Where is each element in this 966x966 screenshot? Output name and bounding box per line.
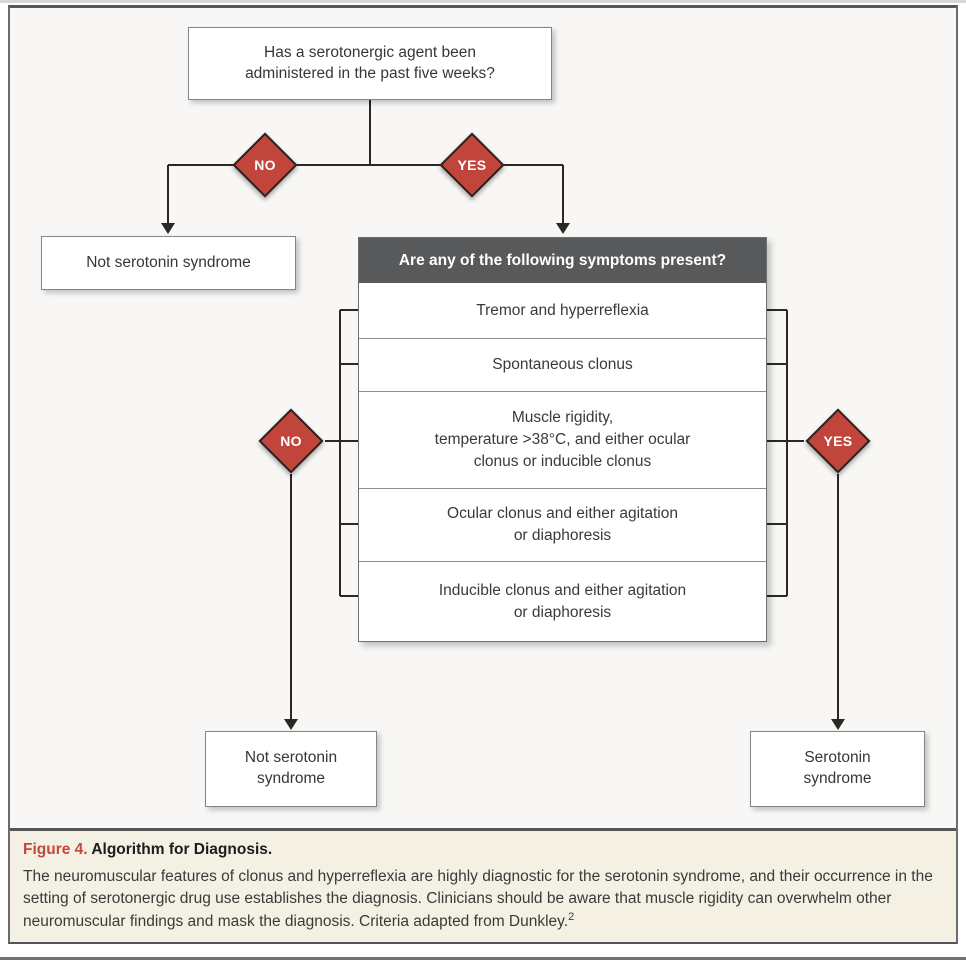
- caption-title-text: Algorithm for Diagnosis.: [91, 841, 273, 858]
- decision-yes-label: YES: [823, 433, 853, 449]
- symptom-row-muscle-rigidity: Muscle rigidity, temperature >38°C, and …: [359, 391, 766, 488]
- figure-number-label: Figure 4.: [23, 841, 88, 858]
- symptom-row-spontaneous-clonus: Spontaneous clonus: [359, 338, 766, 391]
- decision-diamond-no-top: NO: [232, 132, 298, 198]
- outcome-box-not-serotonin-bottom: Not serotonin syndrome: [205, 731, 377, 807]
- decision-yes-label: YES: [457, 157, 487, 173]
- caption-body: The neuromuscular features of clonus and…: [23, 866, 940, 933]
- decision-diamond-yes-top: YES: [439, 132, 505, 198]
- symptoms-panel-header: Are any of the following symptoms presen…: [359, 238, 766, 283]
- symptom-row-inducible-clonus: Inducible clonus and either agitation or…: [359, 561, 766, 642]
- top-page-strip: [0, 0, 966, 3]
- decision-diamond-no-symptoms: NO: [258, 408, 324, 474]
- caption-title-line: Figure 4. Algorithm for Diagnosis.: [23, 841, 940, 859]
- symptoms-panel: Are any of the following symptoms presen…: [358, 237, 767, 642]
- caption-body-text: The neuromuscular features of clonus and…: [23, 868, 933, 931]
- figure-caption: Figure 4. Algorithm for Diagnosis. The n…: [10, 828, 956, 942]
- bottom-page-rule: [0, 957, 966, 960]
- symptom-row-ocular-clonus: Ocular clonus and either agitation or di…: [359, 488, 766, 561]
- decision-no-label: NO: [280, 433, 302, 449]
- reference-superscript: 2: [568, 911, 575, 923]
- decision-diamond-yes-symptoms: YES: [805, 408, 871, 474]
- decision-no-label: NO: [254, 157, 276, 173]
- top-question-box: Has a serotonergic agent been administer…: [188, 27, 552, 100]
- outcome-box-serotonin: Serotonin syndrome: [750, 731, 925, 807]
- outcome-box-not-serotonin-top: Not serotonin syndrome: [41, 236, 296, 290]
- symptom-row-tremor: Tremor and hyperreflexia: [476, 301, 649, 319]
